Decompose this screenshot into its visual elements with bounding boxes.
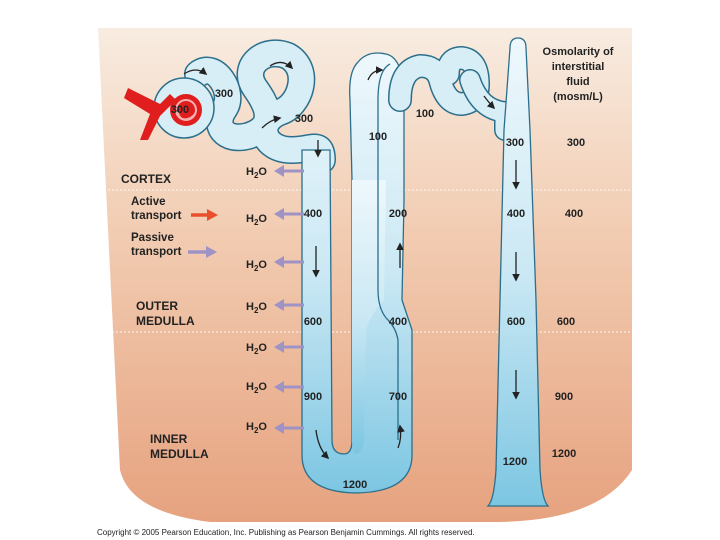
water-label: H2O <box>246 342 267 356</box>
water-arrow-icon <box>274 256 304 268</box>
value-glomerulus: 300 <box>171 104 189 116</box>
water-arrows <box>274 165 304 434</box>
inner-medulla-label-line2: MEDULLA <box>150 447 209 461</box>
legend-active-line1: Active <box>131 196 166 208</box>
legend-passive-line1: Passive <box>131 232 174 244</box>
title-line4: (mosm/L) <box>553 91 603 103</box>
glomerulus-icon <box>170 94 202 126</box>
flow-direction-arrow-icon <box>261 115 282 129</box>
collecting-duct <box>486 37 550 507</box>
flow-arrows <box>183 60 520 460</box>
value-collecting-3: 1200 <box>503 456 527 468</box>
water-arrow-icon <box>274 208 304 220</box>
flow-direction-arrow-icon <box>367 66 384 81</box>
title-line1: Osmolarity of <box>543 46 614 58</box>
value-descending-3: 900 <box>304 391 322 403</box>
water-labels: H2O H2O H2O H2O H2O H2O H2O <box>246 166 267 435</box>
legend-passive-line2: transport <box>131 246 182 258</box>
value-ascending-3: 700 <box>389 391 407 403</box>
water-label: H2O <box>246 259 267 273</box>
value-proximal-top: 300 <box>215 88 233 100</box>
water-label: H2O <box>246 421 267 435</box>
interstitial-value-5: 1200 <box>552 448 576 460</box>
legend-active-line2: transport <box>131 210 182 222</box>
outer-medulla-label-line2: MEDULLA <box>136 314 195 328</box>
water-label: H2O <box>246 213 267 227</box>
copyright-notice: Copyright © 2005 Pearson Education, Inc.… <box>97 528 475 537</box>
value-collecting-top: 300 <box>506 137 524 149</box>
interstitial-value-2: 400 <box>565 208 583 220</box>
flow-direction-arrow-icon <box>397 424 405 449</box>
cortex-label: CORTEX <box>121 172 171 186</box>
water-arrow-icon <box>274 299 304 311</box>
inner-medulla-label-line1: INNER <box>150 432 188 446</box>
passive-transport-arrow-icon <box>188 246 217 258</box>
value-ascending-top: 100 <box>369 131 387 143</box>
water-arrow-icon <box>274 422 304 434</box>
outer-medulla-label-line1: OUTER <box>136 299 178 313</box>
value-descending-2: 600 <box>304 316 322 328</box>
flow-direction-arrow-icon <box>315 429 330 460</box>
water-label: H2O <box>246 166 267 180</box>
title-line2: interstitial <box>552 61 605 73</box>
value-ascending-1: 200 <box>389 208 407 220</box>
flow-direction-arrow-icon <box>483 95 496 110</box>
afferent-arteriole <box>124 88 176 140</box>
flow-direction-arrow-icon <box>269 60 294 70</box>
interstitial-value-4: 900 <box>555 391 573 403</box>
value-ascending-2: 400 <box>389 316 407 328</box>
water-arrow-icon <box>274 381 304 393</box>
flow-direction-arrow-icon <box>183 67 208 75</box>
active-transport-arrow-icon <box>191 209 218 221</box>
value-collecting-1: 400 <box>507 208 525 220</box>
water-arrow-icon <box>274 165 304 177</box>
value-descending-1: 400 <box>304 208 322 220</box>
value-loop-bottom: 1200 <box>343 479 367 491</box>
water-label: H2O <box>246 381 267 395</box>
title-line3: fluid <box>566 76 589 88</box>
interstitial-value-1: 300 <box>567 137 585 149</box>
water-label: H2O <box>246 301 267 315</box>
interstitial-value-3: 600 <box>557 316 575 328</box>
value-proximal-lower: 300 <box>295 113 313 125</box>
value-distal: 100 <box>416 108 434 120</box>
value-collecting-2: 600 <box>507 316 525 328</box>
water-arrow-icon <box>274 341 304 353</box>
